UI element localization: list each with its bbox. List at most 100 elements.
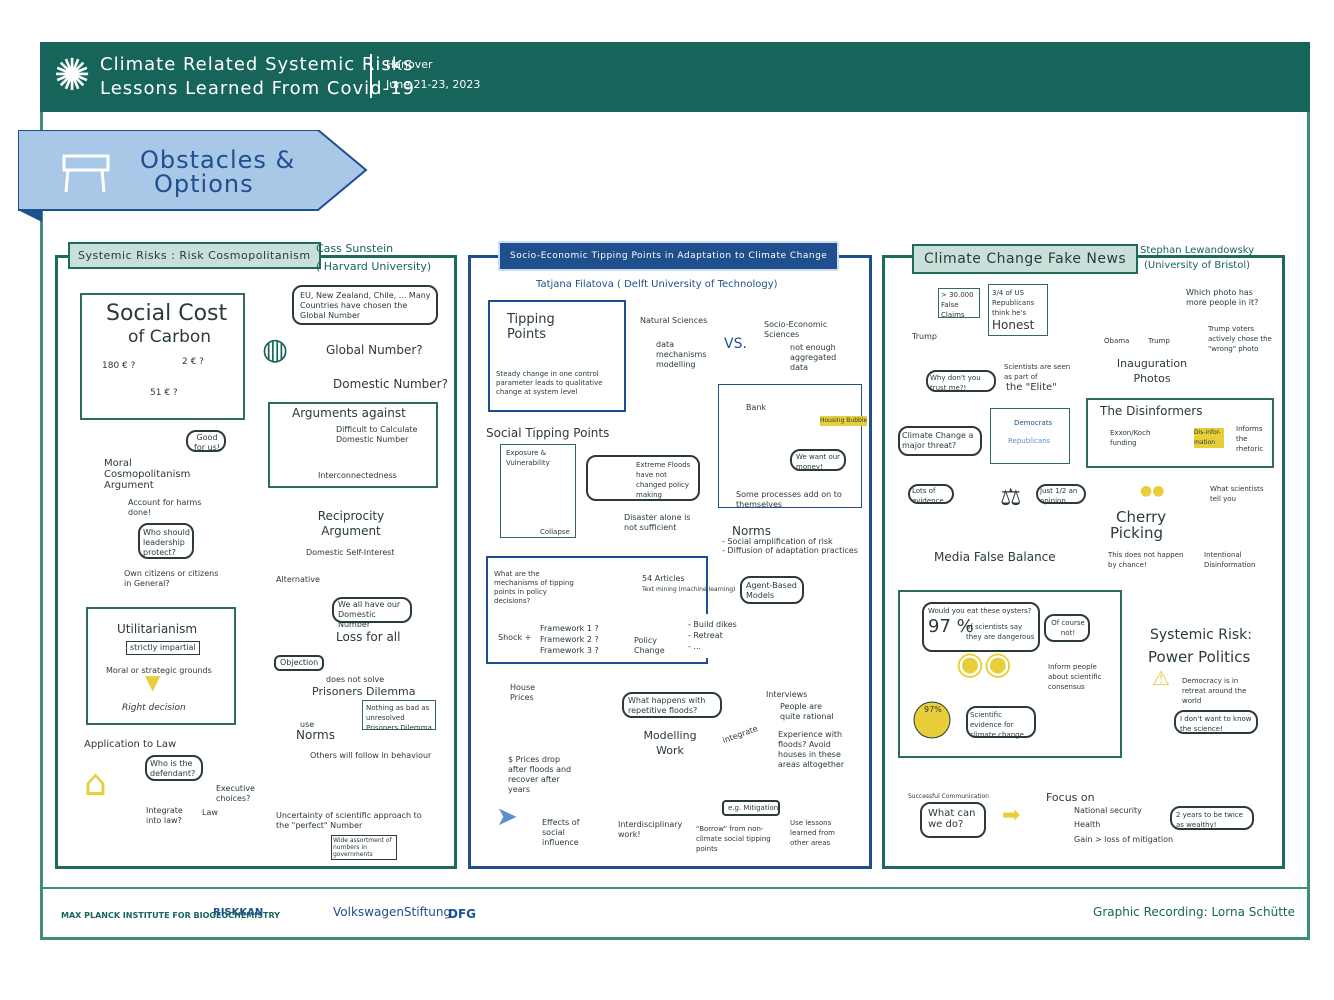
right-decision: Right decision <box>122 703 186 713</box>
extreme-floods: Extreme Floods have not changed policy m… <box>636 461 691 499</box>
vs-label: VS. <box>724 336 747 352</box>
two-years-bubble <box>1170 806 1254 830</box>
all-domestic: We all have our Domestic Number <box>338 600 401 629</box>
global-number: Global Number? <box>326 343 423 357</box>
focus-2: Health <box>1074 820 1101 829</box>
panel1-tag: Systemic Risks : Risk Cosmopolitanism <box>68 242 321 269</box>
banner-arrow-shape <box>18 130 368 222</box>
all-domestic-bubble <box>332 597 412 623</box>
prisoners-1: does not solve <box>326 675 385 684</box>
dont-want: I don't want to know the science! <box>1180 715 1252 733</box>
dfg-logo: DFG <box>448 907 477 921</box>
integrate-law: Integrate into law? <box>146 806 183 825</box>
housing-bubble: Housing Bubble <box>820 416 868 426</box>
disaster-alone: Disaster alone is not sufficient <box>624 513 691 532</box>
systemic-title-2: Power Politics <box>1148 648 1251 666</box>
opinion: Just 1/2 an opinion <box>1040 487 1078 505</box>
evidence-bubble <box>966 706 1036 738</box>
trump-voters: Trump voters actively chose the "wrong" … <box>1208 325 1272 353</box>
systemic-title-1: Systemic Risk: <box>1150 627 1252 643</box>
reciprocity-box <box>282 505 410 543</box>
what-can-bubble <box>920 802 986 838</box>
what-scientists: What scientists tell you <box>1210 485 1264 503</box>
extreme-bubble <box>586 455 700 501</box>
want-money: We want our money! <box>796 453 841 471</box>
mpi-logo: MAX PLANCK INSTITUTE FOR BIOGEOCHEMISTRY <box>61 911 280 920</box>
pct-97: 97 % <box>928 616 974 637</box>
panel2-speaker: Tatjana Filatova ( Delft University of T… <box>536 279 778 290</box>
agent-based: Agent-Based Models <box>746 581 797 600</box>
graphic-credit: Graphic Recording: Lorna Schütte <box>1093 905 1295 919</box>
scc-title1: Social Cost <box>106 301 228 326</box>
media-false-balance: Media False Balance <box>934 550 1056 564</box>
interdisciplinary: Interdisciplinary work! <box>618 820 683 839</box>
panel1-speaker: Cass Sunstein <box>316 242 394 255</box>
honest-card <box>988 284 1048 336</box>
cherry-icon: ●● <box>1140 483 1165 499</box>
policy-opt-3: - ... <box>688 642 702 651</box>
mechanisms-q-box <box>490 566 578 612</box>
effects: Effects of social influence <box>542 818 580 847</box>
articles: 54 Articles <box>642 574 685 583</box>
moral-question: Who should leadership protect? <box>143 528 190 557</box>
focus-on: Focus on <box>1046 791 1095 804</box>
interviews: Interviews <box>766 690 808 699</box>
major-threat-bubble <box>898 426 982 456</box>
not-enough-data: not enough aggregated data <box>790 343 837 372</box>
exxon: Exxon/Koch funding <box>1110 429 1151 447</box>
globe-icon: ◍ <box>262 332 289 367</box>
eu-bubble <box>292 285 438 325</box>
framework-2: Framework 2 ? <box>540 635 599 644</box>
eu-text: EU, New Zealand, Chile, ... Many Countri… <box>300 291 431 320</box>
nothing-bad: Nothing as bad as unresolved Prisoners D… <box>366 704 432 732</box>
tipping-box <box>488 300 626 412</box>
bank-label: Bank <box>746 403 767 412</box>
bank-box <box>718 384 862 508</box>
norm-2: - Diffusion of adaptation practices <box>722 546 858 555</box>
elite-2: the "Elite" <box>1006 382 1057 393</box>
modelling-work: Modelling Work <box>643 729 697 757</box>
socio-econ-box <box>758 300 862 378</box>
panel1-affiliation: ( Harvard University) <box>316 260 432 273</box>
not-by-chance: This does not happen by chance! <box>1108 551 1184 569</box>
vw-logo: VolkswagenStiftung <box>333 905 452 919</box>
false-claims-card <box>938 288 980 318</box>
prisoners-2: Prisoners Dilemma <box>312 685 416 698</box>
header-title-line1: Climate Related Systemic Risks <box>100 54 414 75</box>
panel3-affiliation: (University of Bristol) <box>1144 260 1251 271</box>
objection-bubble <box>274 655 324 671</box>
cherry-box <box>1098 480 1274 574</box>
norms-title: Norms <box>732 524 771 538</box>
moral-strategic: Moral or strategic grounds <box>106 666 212 675</box>
eg-mitigation: e.g. Mitigation <box>728 804 779 812</box>
policy-opt-2: - Retreat <box>688 631 723 640</box>
collapse-card <box>500 444 576 538</box>
of-scientists: of scientists say they are dangerous <box>966 623 1035 641</box>
of-course-bubble <box>1044 614 1090 642</box>
use-lessons: Use lessons learned from other areas <box>790 819 835 847</box>
utilitarianism-box <box>86 607 236 725</box>
want-money-bubble <box>790 449 846 471</box>
natural-sciences: Natural Sciences <box>640 316 708 325</box>
inauguration-title: Inauguration Photos <box>1116 357 1188 385</box>
strictly-impartial: strictly impartial <box>126 641 200 655</box>
intentional: Intentional Disinformation <box>1204 551 1256 569</box>
policy-opts-box <box>682 614 774 658</box>
framework-1: Framework 1 ? <box>540 624 599 633</box>
what-can: What can we do? <box>928 808 976 830</box>
elite-1: Scientists are seen as part of <box>1004 363 1071 381</box>
oysters-question: Would you eat these oysters? <box>928 607 1032 615</box>
nothing-bad-box <box>362 700 436 730</box>
panel2-tag: Socio-Economic Tipping Points in Adaptat… <box>498 241 840 271</box>
shock: Shock + <box>498 633 532 642</box>
banner-title-line2: Options <box>154 170 254 198</box>
obstacles-banner: Obstacles & Options <box>18 130 368 222</box>
oyster-icon: ◉◉ <box>956 644 1012 682</box>
banner-title-line1: Obstacles & <box>140 146 296 174</box>
why-trust-bubble <box>926 370 996 392</box>
panel3-tag: Climate Change Fake News <box>912 244 1139 274</box>
cherry-2: Picking <box>1110 524 1164 542</box>
right-arrow-icon: ➡ <box>1002 803 1021 828</box>
mechanisms-q: What are the mechanisms of tipping point… <box>494 570 574 605</box>
arguments-against-title: Arguments against <box>292 406 406 420</box>
